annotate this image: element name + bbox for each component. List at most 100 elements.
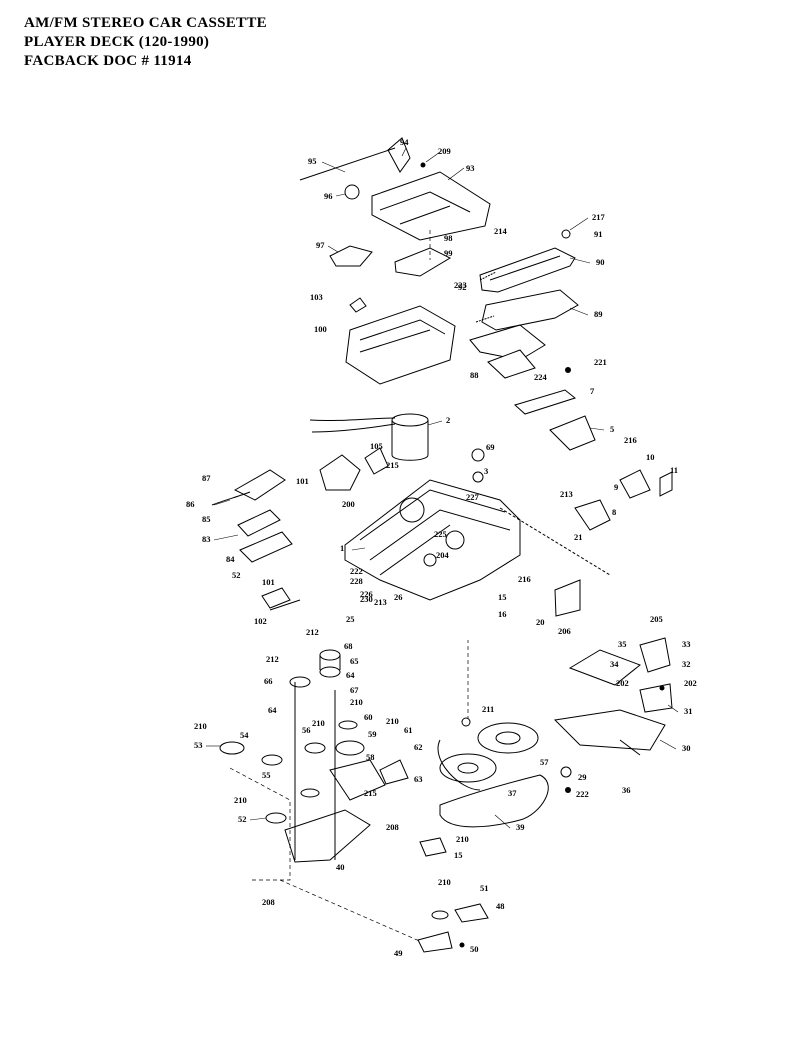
- callout-37: 37: [508, 788, 517, 798]
- callout-10: 10: [646, 452, 655, 462]
- callout-210-f: 210: [456, 834, 469, 844]
- callout-labels: 95 94 209 93 96 97 98 99 217 91 214 90 2…: [186, 137, 697, 958]
- top-cover-assembly: [299, 137, 491, 277]
- callout-89: 89: [594, 309, 603, 319]
- side-lever-assembly: [469, 229, 579, 379]
- callout-57: 57: [540, 757, 549, 767]
- callout-217: 217: [592, 212, 606, 222]
- callout-208-b: 208: [262, 897, 275, 907]
- flywheel-belt-assembly: [437, 640, 572, 828]
- callout-96: 96: [324, 191, 333, 201]
- document-title: AM/FM STEREO CAR CASSETTE PLAYER DECK (1…: [24, 14, 267, 71]
- callout-68: 68: [344, 641, 353, 651]
- callout-88: 88: [470, 370, 479, 380]
- callout-216: 216: [624, 435, 637, 445]
- callout-1: 1: [340, 543, 344, 553]
- callout-25: 25: [346, 614, 355, 624]
- callout-101-b: 101: [262, 577, 275, 587]
- callout-214: 214: [494, 226, 508, 236]
- callout-91: 91: [594, 229, 603, 239]
- callout-30: 30: [682, 743, 691, 753]
- callout-87: 87: [202, 473, 211, 483]
- callout-59: 59: [368, 729, 377, 739]
- callout-208: 208: [386, 822, 399, 832]
- callout-210-c: 210: [312, 718, 325, 728]
- callout-21: 21: [574, 532, 583, 542]
- callout-222-b: 222: [576, 789, 589, 799]
- bottom-assembly: [417, 837, 489, 953]
- callout-93: 93: [466, 163, 475, 173]
- callout-31: 31: [684, 706, 693, 716]
- callout-66: 66: [264, 676, 273, 686]
- callout-40: 40: [336, 862, 345, 872]
- callout-211: 211: [482, 704, 494, 714]
- left-lever-assembly: [211, 469, 301, 611]
- callout-60: 60: [364, 712, 373, 722]
- callout-226: 226: [360, 589, 373, 599]
- callout-29: 29: [578, 772, 587, 782]
- callout-204: 204: [436, 550, 450, 560]
- callout-65: 65: [350, 656, 359, 666]
- callout-56: 56: [302, 725, 311, 735]
- main-chassis: [319, 415, 673, 617]
- callout-49: 49: [394, 948, 403, 958]
- callout-223: 223: [454, 280, 467, 290]
- callout-8: 8: [612, 507, 616, 517]
- callout-224: 224: [534, 372, 548, 382]
- callout-210-g: 210: [438, 877, 451, 887]
- callout-99: 99: [444, 248, 453, 258]
- callout-212-b: 212: [266, 654, 279, 664]
- callout-51: 51: [480, 883, 489, 893]
- callout-58: 58: [366, 752, 375, 762]
- callout-36: 36: [622, 785, 631, 795]
- callout-83: 83: [202, 534, 211, 544]
- callout-200: 200: [342, 499, 355, 509]
- callout-9: 9: [614, 482, 618, 492]
- callout-215: 215: [386, 460, 399, 470]
- callout-101: 101: [296, 476, 309, 486]
- callout-52: 52: [232, 570, 241, 580]
- callout-210-b: 210: [194, 721, 207, 731]
- callout-90: 90: [596, 257, 605, 267]
- callout-85: 85: [202, 514, 211, 524]
- callout-50: 50: [470, 944, 479, 954]
- callout-212: 212: [306, 627, 319, 637]
- callout-206: 206: [558, 626, 571, 636]
- callout-16: 16: [498, 609, 507, 619]
- callout-209: 209: [438, 146, 451, 156]
- callout-35: 35: [618, 639, 627, 649]
- callout-98: 98: [444, 233, 453, 243]
- callout-3: 3: [484, 466, 488, 476]
- callout-48: 48: [496, 901, 505, 911]
- callout-213-b: 213: [374, 597, 387, 607]
- callout-20: 20: [536, 617, 545, 627]
- title-line-1: AM/FM STEREO CAR CASSETTE: [24, 15, 267, 31]
- callout-225: 225: [434, 529, 447, 539]
- gear-train: [219, 649, 441, 951]
- callout-86: 86: [186, 499, 195, 509]
- callout-64: 64: [346, 670, 355, 680]
- callout-202: 202: [616, 678, 629, 688]
- callout-210: 210: [350, 697, 363, 707]
- callout-2: 2: [446, 415, 450, 425]
- callout-102: 102: [254, 616, 267, 626]
- callout-52-b: 52: [238, 814, 247, 824]
- callout-33: 33: [682, 639, 691, 649]
- callout-67: 67: [350, 685, 359, 695]
- callout-84: 84: [226, 554, 235, 564]
- callout-94: 94: [400, 137, 409, 147]
- callout-105: 105: [370, 441, 383, 451]
- callout-55: 55: [262, 770, 271, 780]
- callout-26: 26: [394, 592, 403, 602]
- callout-97: 97: [316, 240, 325, 250]
- right-bracket-assembly: [553, 637, 673, 756]
- callout-228: 228: [350, 576, 363, 586]
- callout-15: 15: [498, 592, 507, 602]
- callout-92: 92: [458, 282, 467, 292]
- callout-227: 227: [466, 492, 480, 502]
- title-line-3: FACBACK DOC # 11914: [24, 53, 192, 69]
- callout-61: 61: [404, 725, 413, 735]
- callout-210-d: 210: [386, 716, 399, 726]
- callout-34: 34: [610, 659, 619, 669]
- callout-210-e: 210: [234, 795, 247, 805]
